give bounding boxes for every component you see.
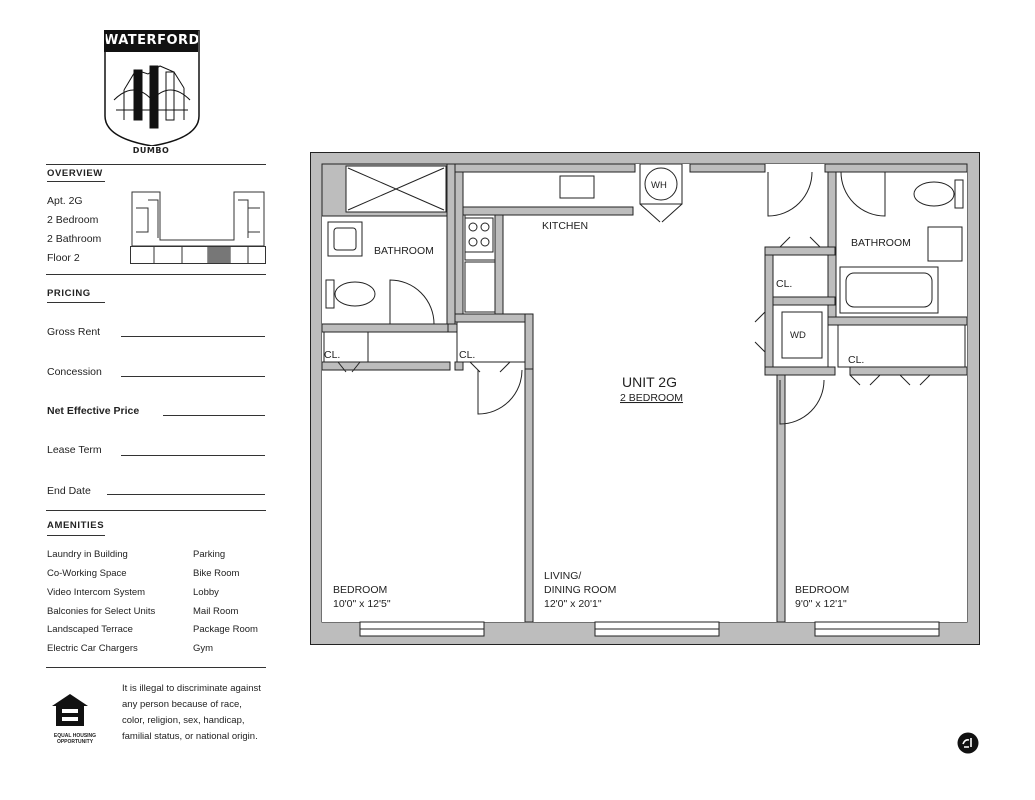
- living-name-2: DINING ROOM: [544, 584, 616, 596]
- living-name-1: LIVING/: [544, 570, 581, 582]
- logo-brand: WATERFORD: [104, 30, 199, 52]
- amenity-item: Bike Room: [193, 568, 240, 579]
- end-date-label: End Date: [47, 485, 91, 497]
- amenity-item: Mail Room: [193, 606, 239, 617]
- equal-housing-icon: [50, 692, 94, 752]
- bedroom-right-dim: 9'0" x 12'1": [795, 598, 847, 610]
- water-heater-label: WH: [651, 180, 667, 191]
- amenity-item: Parking: [193, 549, 226, 560]
- amenity-item: Co-Working Space: [47, 568, 127, 579]
- amenity-item: Gym: [193, 643, 214, 654]
- pricing-heading: PRICING: [47, 288, 91, 299]
- floor-plan: BATHROOM KITCHEN BATHROOM WH WD CL. CL. …: [310, 152, 980, 645]
- divider: [46, 667, 266, 668]
- fair-housing-notice: It is illegal to discriminate against an…: [122, 683, 261, 742]
- closet-label: CL.: [848, 354, 864, 366]
- amenities-heading: AMENITIES: [47, 520, 105, 531]
- overview-floor: Floor 2: [47, 252, 80, 264]
- overview-heading: OVERVIEW: [47, 168, 103, 179]
- kitchen-label: KITCHEN: [542, 220, 588, 232]
- living-dim: 12'0" x 20'1": [544, 598, 602, 610]
- overview-bathrooms: 2 Bathroom: [47, 233, 102, 245]
- amenity-item: Laundry in Building: [47, 549, 128, 560]
- bedroom-left-name: BEDROOM: [333, 584, 387, 596]
- bedroom-left-dim: 10'0" x 12'5": [333, 598, 391, 610]
- lease-term-label: Lease Term: [47, 444, 102, 456]
- end-date-line: [107, 494, 265, 495]
- amenity-item: Lobby: [193, 587, 219, 598]
- equal-housing-label: EQUAL HOUSING OPPORTUNITY: [53, 733, 97, 745]
- amenity-item: Package Room: [193, 624, 258, 635]
- bathroom-left-label: BATHROOM: [374, 245, 434, 257]
- bedroom-right-name: BEDROOM: [795, 584, 849, 596]
- bathroom-right-label: BATHROOM: [851, 237, 911, 249]
- gross-rent-label: Gross Rent: [47, 326, 101, 338]
- heading-underline: [47, 302, 105, 303]
- divider: [46, 274, 266, 275]
- unit-sub-label: 2 BEDROOM: [620, 392, 683, 404]
- unit-label: UNIT 2G: [622, 374, 677, 390]
- closet-label: CL.: [776, 278, 792, 290]
- concession-line: [121, 376, 265, 377]
- heading-underline: [47, 535, 105, 536]
- washer-dryer-label: WD: [790, 330, 806, 341]
- brand-mark-icon: [957, 732, 979, 754]
- gross-rent-line: [121, 336, 265, 337]
- logo-shield-icon: [104, 30, 200, 146]
- amenity-item: Video Intercom System: [47, 587, 146, 598]
- divider: [46, 510, 266, 511]
- logo-sub: DUMBO: [132, 146, 170, 155]
- amenity-item: Balconies for Select Units: [47, 606, 156, 617]
- amenity-item: Electric Car Chargers: [47, 643, 138, 654]
- concession-label: Concession: [47, 366, 102, 378]
- overview-apt: Apt. 2G: [47, 195, 83, 207]
- net-effective-line: [163, 415, 265, 416]
- closet-label: CL.: [459, 349, 475, 361]
- amenity-item: Landscaped Terrace: [47, 624, 133, 635]
- divider: [46, 164, 266, 165]
- overview-bedrooms: 2 Bedroom: [47, 214, 99, 226]
- lease-term-line: [121, 455, 265, 456]
- keyplan-diagram: [130, 191, 266, 264]
- waterford-logo: WATERFORD DUMBO: [104, 30, 200, 160]
- heading-underline: [47, 181, 105, 182]
- closet-label: CL.: [324, 349, 340, 361]
- net-effective-label: Net Effective Price: [47, 405, 140, 417]
